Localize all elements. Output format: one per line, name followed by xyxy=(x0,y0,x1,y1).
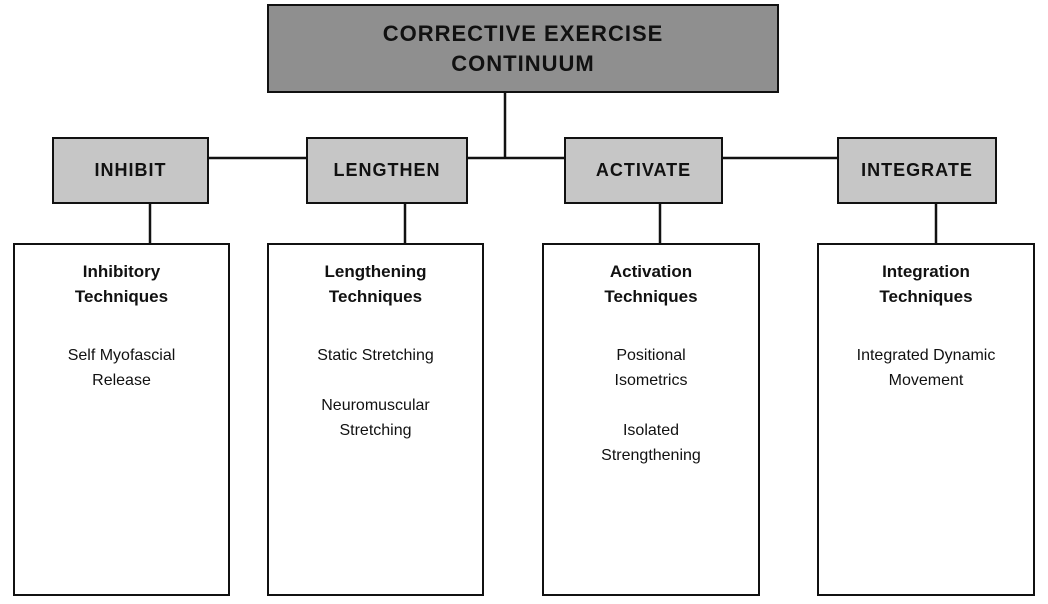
technique-item-line: Movement xyxy=(888,372,964,389)
title-line-1: Corrective Exercise xyxy=(382,20,664,46)
phase-box-lengthen: Lengthen xyxy=(306,137,468,204)
technique-list: Positional Isometrics Isolated Strengthe… xyxy=(544,343,758,468)
technique-box-activation: Activation Techniques Positional Isometr… xyxy=(542,243,760,596)
technique-item-line: Release xyxy=(92,372,151,389)
technique-item: Neuromuscular Stretching xyxy=(269,393,482,443)
technique-list: Self Myofascial Release xyxy=(15,343,228,393)
technique-item: Positional Isometrics xyxy=(544,343,758,393)
phase-box-integrate: Integrate xyxy=(837,137,997,204)
technique-item-line: Static Stretching xyxy=(317,347,434,364)
phase-label: Activate xyxy=(595,160,692,180)
phase-box-activate: Activate xyxy=(564,137,723,204)
technique-title-line: Techniques xyxy=(328,287,423,306)
technique-box-integration: Integration Techniques Integrated Dynami… xyxy=(817,243,1035,596)
technique-list: Integrated Dynamic Movement xyxy=(819,343,1033,393)
technique-item-line: Isolated xyxy=(622,422,680,439)
technique-title-line: Techniques xyxy=(879,287,973,306)
technique-title: Lengthening Techniques xyxy=(269,259,482,309)
technique-item-line: Neuromuscular xyxy=(321,397,430,414)
technique-item-line: Stretching xyxy=(339,422,412,439)
technique-title-line: Inhibitory xyxy=(82,262,161,281)
technique-title-line: Techniques xyxy=(74,287,169,306)
technique-title-line: Lengthening xyxy=(324,262,427,281)
technique-title-line: Activation xyxy=(609,262,693,281)
title-line-2: Continuum xyxy=(451,50,595,76)
technique-title-line: Integration xyxy=(882,262,970,281)
technique-item: Integrated Dynamic Movement xyxy=(819,343,1033,393)
phase-box-inhibit: Inhibit xyxy=(52,137,209,204)
phase-label: Integrate xyxy=(861,160,973,180)
technique-item-line: Isometrics xyxy=(614,372,688,389)
technique-title: Activation Techniques xyxy=(544,259,758,309)
technique-item-line: Strengthening xyxy=(601,447,701,464)
technique-box-inhibitory: Inhibitory Techniques Self Myofascial Re… xyxy=(13,243,230,596)
technique-title: Integration Techniques xyxy=(819,259,1033,309)
technique-item: Static Stretching xyxy=(269,343,482,368)
continuum-title-box: Corrective Exercise Continuum xyxy=(267,4,779,93)
technique-item-line: Self Myofascial xyxy=(67,347,176,364)
technique-list: Static Stretching Neuromuscular Stretchi… xyxy=(269,343,482,443)
technique-item-line: Integrated Dynamic xyxy=(856,347,996,364)
technique-box-lengthening: Lengthening Techniques Static Stretching… xyxy=(267,243,484,596)
technique-item: Self Myofascial Release xyxy=(15,343,228,393)
technique-title: Inhibitory Techniques xyxy=(15,259,228,309)
technique-title-line: Techniques xyxy=(604,287,698,306)
technique-item: Isolated Strengthening xyxy=(544,418,758,468)
phase-label: Lengthen xyxy=(333,160,441,180)
technique-item-line: Positional xyxy=(616,347,686,364)
phase-label: Inhibit xyxy=(94,160,167,180)
